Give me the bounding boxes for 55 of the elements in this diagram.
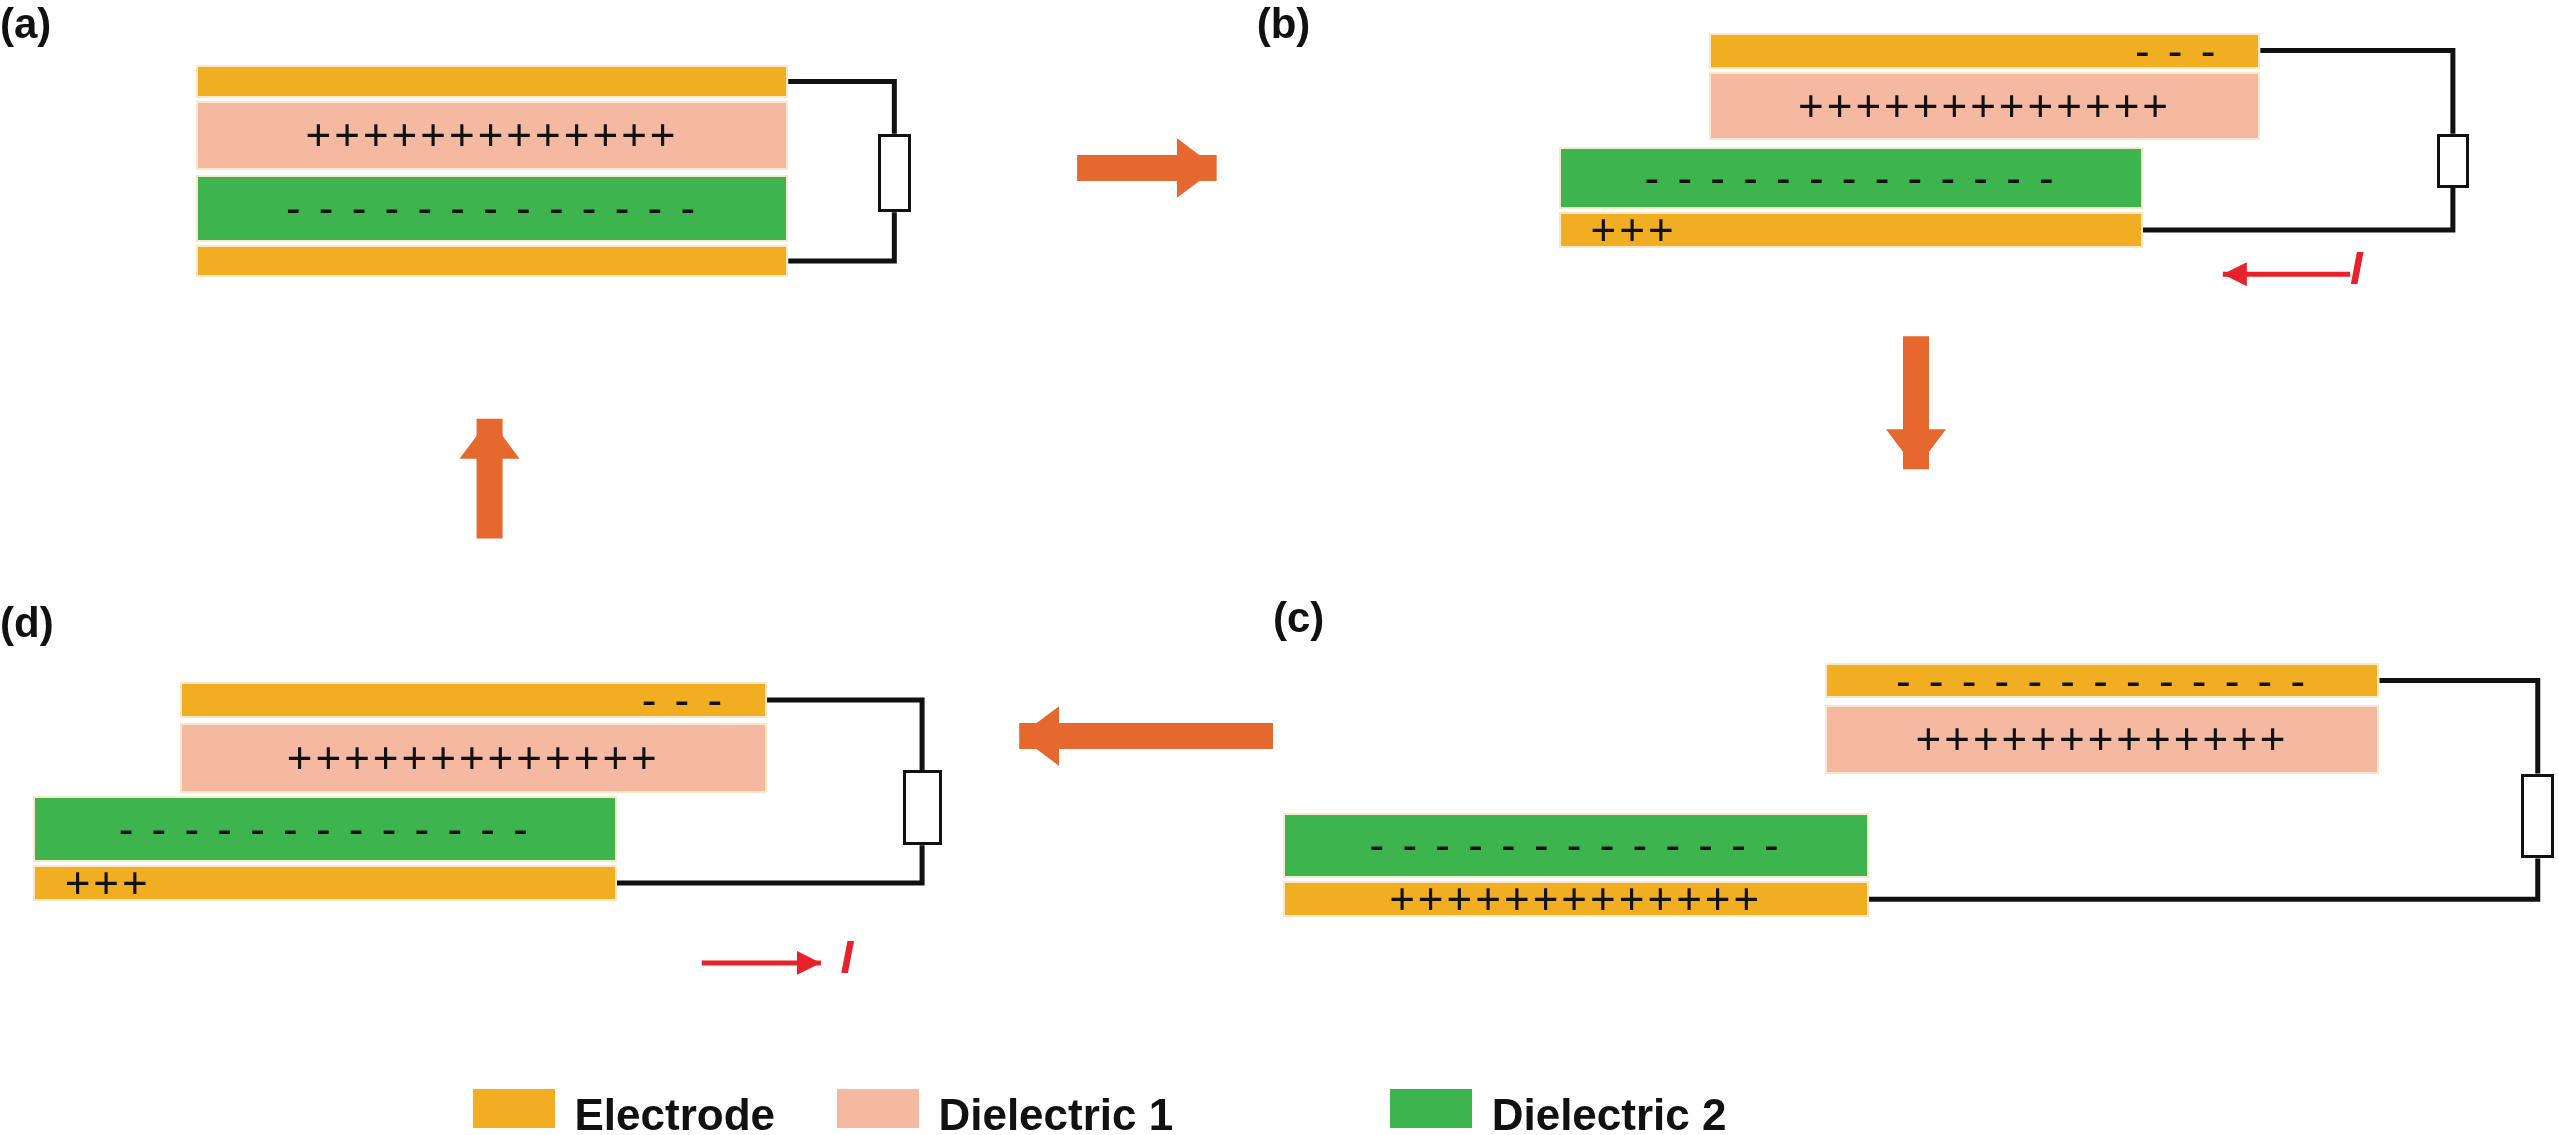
dielectric-layer (1824, 705, 2380, 774)
panel-label: (c) (1272, 594, 1325, 643)
wire (767, 697, 925, 771)
electrode-layer (195, 244, 789, 278)
wire (2142, 187, 2456, 233)
current-label: I (2350, 244, 2363, 291)
charge-signs: +++ (64, 860, 151, 905)
wire (788, 79, 897, 134)
electrode-layer (1824, 662, 2380, 699)
current-label: I (840, 933, 854, 980)
legend-label: Electrode (574, 1090, 775, 1135)
dielectric-layer (179, 722, 768, 794)
electrode-layer (1708, 32, 2261, 69)
charge-signs: +++++++++++++ (1798, 84, 2172, 129)
resistor-symbol (902, 770, 942, 846)
legend-label: Dielectric 2 (1491, 1090, 1727, 1135)
charge-signs: +++++++++++++ (305, 113, 679, 158)
process-arrow (459, 418, 520, 539)
electrode-layer (1282, 881, 1869, 918)
wire (1868, 858, 2541, 902)
wire (616, 845, 925, 886)
charge-signs: - - - - - - - - - - - - - (118, 807, 531, 852)
wire (2260, 48, 2456, 134)
charge-signs: - - - - - - - - - - - - - (1369, 823, 1782, 868)
wire (788, 212, 897, 264)
resistor-symbol (2436, 133, 2470, 188)
dielectric-layer (195, 101, 789, 170)
charge-signs: - - - (2134, 28, 2219, 73)
process-arrow (1077, 138, 1217, 199)
charge-signs: - - - - - - - - - - - - - (1644, 155, 2057, 200)
charge-signs: - - - (641, 678, 726, 723)
electrode-layer (195, 65, 789, 98)
resistor-symbol (2521, 773, 2555, 859)
electrode-layer (179, 682, 768, 719)
charge-signs: +++++++++++++ (1915, 717, 2289, 762)
dielectric-layer (195, 174, 789, 242)
charge-signs: +++ (1590, 208, 1677, 253)
process-arrow (1019, 706, 1273, 767)
dielectric-layer (32, 796, 617, 862)
charge-signs: +++++++++++++ (1389, 877, 1763, 922)
charge-signs: +++++++++++++ (286, 736, 660, 781)
wire (2379, 678, 2541, 774)
dielectric-layer (1282, 812, 1869, 878)
resistor-symbol (878, 133, 911, 213)
electrode-layer (1558, 212, 2143, 249)
charge-signs: - - - - - - - - - - - - - (285, 186, 699, 231)
process-arrow (1886, 336, 1946, 470)
panel-label: (d) (0, 598, 54, 647)
charge-signs: - - - - - - - - - - - - - (1895, 658, 2309, 703)
electrode-layer (32, 864, 617, 901)
dielectric-layer (1708, 71, 2261, 141)
panel-label: (b) (1256, 0, 1311, 48)
dielectric-layer (1558, 146, 2143, 209)
legend-label: Dielectric 1 (938, 1090, 1174, 1135)
panel-label: (a) (0, 0, 52, 48)
